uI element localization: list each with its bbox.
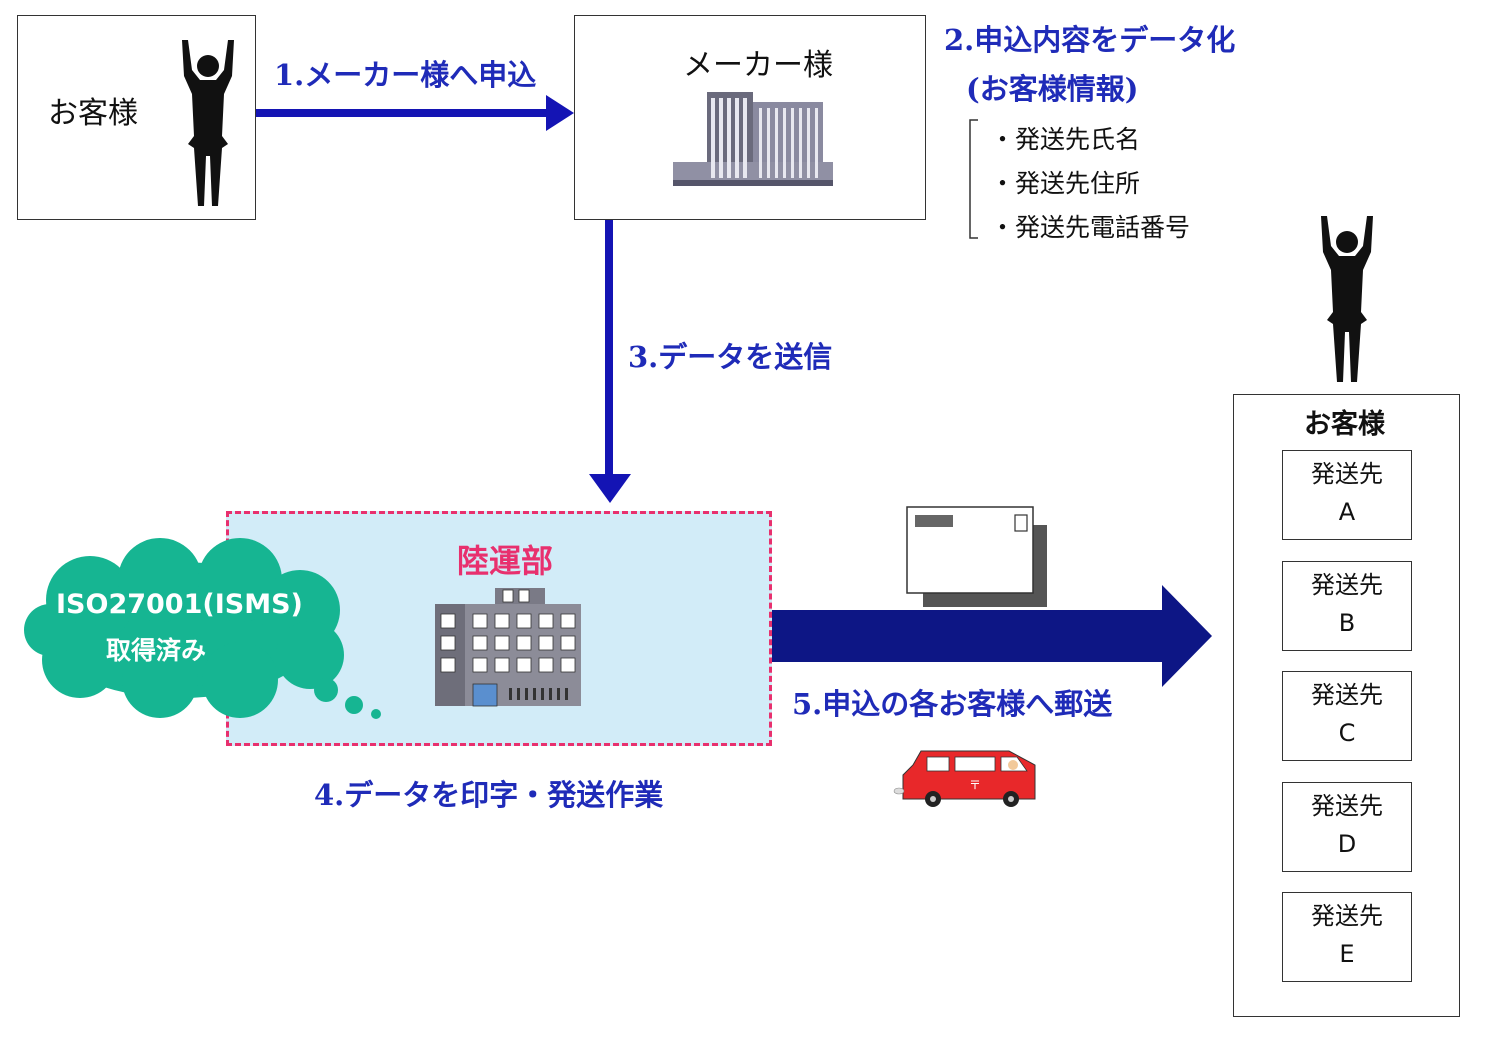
step4-label: 4.データを印字・発送作業	[314, 778, 664, 812]
data-item-address: ・発送先住所	[990, 169, 1141, 198]
data-item-name: ・発送先氏名	[990, 125, 1141, 154]
destination-d: 発送先 D	[1282, 782, 1412, 872]
step3-label: 3.データを送信	[628, 340, 833, 374]
svg-text:〒: 〒	[969, 778, 981, 792]
customer-box: お客様	[17, 15, 256, 220]
recipients-title: お客様	[1304, 409, 1385, 440]
destination-label: 発送先	[1311, 571, 1383, 599]
step2-subtitle: (お客様情報)	[966, 72, 1139, 106]
destination-e: 発送先 E	[1282, 892, 1412, 982]
recipient-person-icon	[1321, 216, 1373, 382]
data-item-phone: ・発送先電話番号	[990, 213, 1191, 242]
arrow-1	[256, 95, 574, 131]
destination-label: 発送先	[1311, 681, 1383, 709]
destination-code: E	[1339, 940, 1355, 969]
postal-truck-icon: 〒	[893, 750, 1036, 807]
maker-label: メーカー様	[683, 48, 833, 83]
destination-b: 発送先 B	[1282, 561, 1412, 651]
maker-box: メーカー様	[574, 15, 926, 220]
person-silhouette-icon	[182, 40, 234, 206]
destination-label: 発送先	[1311, 460, 1383, 488]
destination-code: D	[1337, 830, 1357, 859]
office-building-icon	[673, 92, 833, 186]
arrow-5	[772, 585, 1212, 687]
destination-code: B	[1338, 609, 1356, 638]
destination-label: 発送先	[1311, 792, 1383, 820]
iso-line1: ISO27001(ISMS)	[56, 589, 303, 620]
destination-c: 発送先 C	[1282, 671, 1412, 761]
destination-code: A	[1338, 498, 1356, 527]
rikuun-area: 陸運部	[226, 511, 772, 746]
step2-title: 2.申込内容をデータ化	[944, 23, 1236, 57]
customer-label: お客様	[48, 96, 138, 131]
destination-a: 発送先 A	[1282, 450, 1412, 540]
destination-label: 発送先	[1311, 902, 1383, 930]
rikuun-label: 陸運部	[457, 542, 554, 580]
destination-code: C	[1338, 719, 1356, 748]
data-items-bracket	[969, 119, 978, 239]
iso-cloud	[24, 538, 381, 719]
envelope-icon	[906, 506, 1047, 607]
iso-line2: 取得済み	[106, 636, 207, 665]
step5-label: 5.申込の各お客様へ郵送	[792, 687, 1113, 721]
arrow-3	[589, 220, 631, 503]
step1-label: 1.メーカー様へ申込	[274, 58, 537, 92]
rikuun-building-icon	[435, 588, 581, 707]
